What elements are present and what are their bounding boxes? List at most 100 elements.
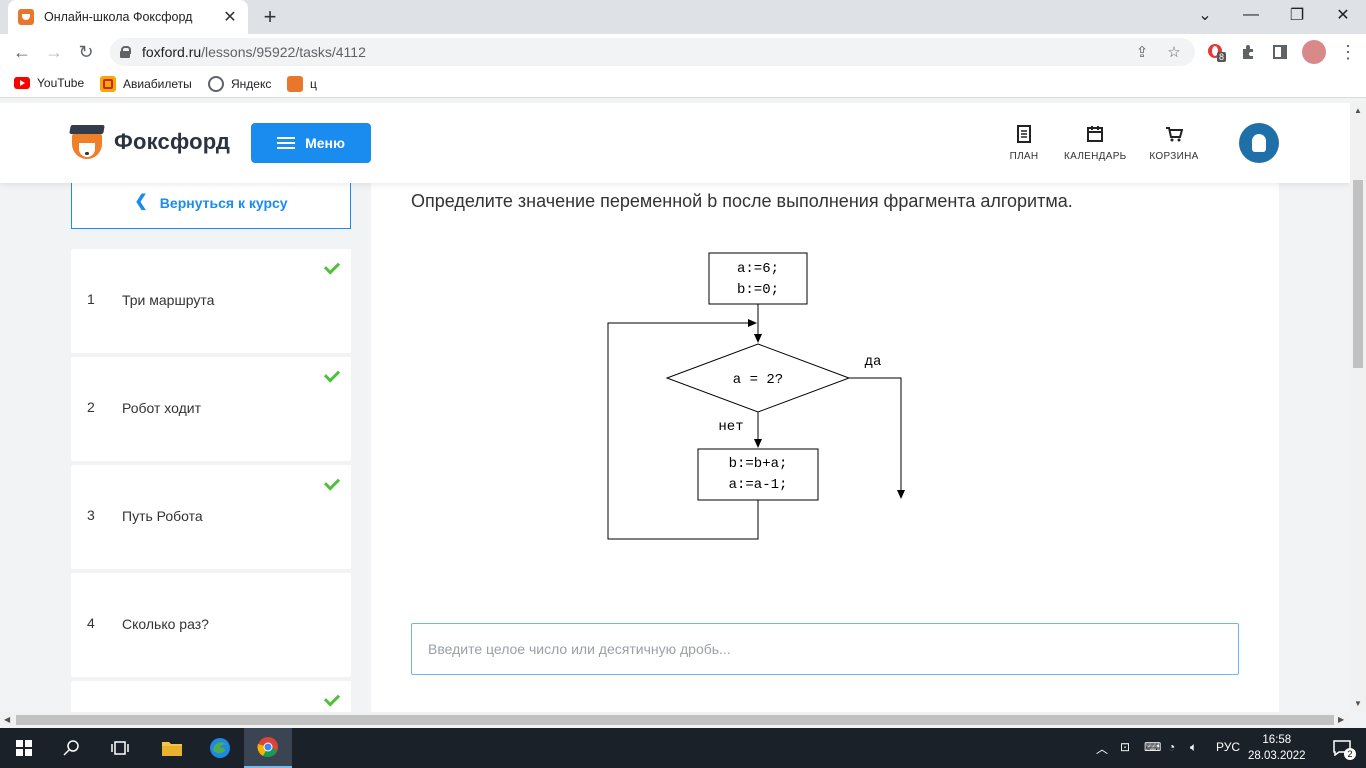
browser-tab[interactable]: Онлайн-школа Фоксфорд ✕ [8,0,248,34]
tab-title: Онлайн-школа Фоксфорд [44,10,193,24]
body-line-2: a:=a-1; [729,477,788,493]
bookmarks-bar: YouTube Авиабилеты Яндекс ц [0,70,1366,98]
start-windows-icon[interactable] [0,728,48,768]
url-path: /lessons/95922/tasks/4112 [201,44,366,60]
network-adapter-icon[interactable]: ⊡ [1120,740,1131,754]
header-link-plan[interactable]: ПЛАН [1006,125,1042,162]
checkmark-icon [323,366,341,383]
url-host: foxford.ru [142,44,202,60]
menu-label: Меню [305,135,345,151]
scroll-left-arrow-icon[interactable]: ◀ [4,715,11,724]
input-language[interactable]: РУС [1216,740,1241,754]
horizontal-scrollbar[interactable]: ◀ ▶ [0,712,1350,728]
extensions-puzzle-icon[interactable] [1238,42,1258,62]
search-icon[interactable] [48,728,96,768]
flowchart: a:=6; b:=0; a = 2? да нет b:=b+a; a:=a-1… [607,252,905,540]
body-line-1: b:=b+a; [729,456,788,472]
edge-browser-icon[interactable] [196,728,244,768]
task-item-5[interactable] [71,681,351,712]
foxford-icon [287,76,303,92]
tab-search-chevron-icon[interactable]: ⌄ [1198,7,1212,24]
bookmark-youtube[interactable]: YouTube [14,76,84,90]
brand-name: Фоксфорд [114,129,231,154]
condition-text: a = 2? [733,372,783,388]
task-question: Определите значение переменной b после в… [411,191,1073,211]
restore-button[interactable]: ❐ [1289,7,1305,24]
reload-icon[interactable]: ↻ [78,41,94,62]
more-menu-icon[interactable]: ⋮ [1339,41,1357,62]
notification-count: 2 [1344,748,1356,760]
calendar-icon [1086,125,1104,143]
task-view-icon[interactable] [96,728,144,768]
share-icon[interactable]: ⇪ [1135,44,1149,61]
checkmark-icon [323,474,341,491]
file-explorer-icon[interactable] [148,728,196,768]
extension-badge: 8 [1217,52,1227,62]
init-line-2: b:=0; [737,282,779,298]
fox-logo-icon [69,123,105,161]
header-link-calendar[interactable]: КАЛЕНДАРЬ [1064,125,1126,162]
back-arrow-icon[interactable]: ← [13,41,31,62]
no-label: нет [718,419,743,435]
task-item-1[interactable]: 1 Три маршрута [71,249,351,353]
tab-close-icon[interactable]: ✕ [223,9,237,26]
horizontal-scroll-thumb[interactable] [16,715,1334,725]
vertical-scrollbar[interactable]: ▲ ▼ [1350,103,1366,712]
minimize-button[interactable]: — [1243,6,1259,23]
init-line-1: a:=6; [737,261,779,277]
new-tab-button[interactable]: + [263,4,277,29]
flowchart-body-box [697,448,819,501]
page-viewport: Фоксфорд Меню ПЛАН КАЛЕНДАРЬ КОРЗИНА [0,103,1350,712]
task-item-3[interactable]: 3 Путь Робота [71,465,351,569]
flow-arrow-yes [849,377,905,499]
answer-input[interactable] [411,623,1239,675]
vertical-scroll-thumb[interactable] [1353,180,1363,368]
notifications-icon[interactable]: 2 [1318,728,1366,768]
browser-tab-strip: Онлайн-школа Фоксфорд ✕ + ⌄ — ❐ ✕ [0,0,1366,34]
bookmark-yandex[interactable]: Яндекс [208,76,271,92]
youtube-icon [14,77,30,89]
browser-toolbar: ← → ↻ foxford.ru/lessons/95922/tasks/411… [0,34,1366,70]
header-link-cart[interactable]: КОРЗИНА [1148,125,1200,162]
site-header: Фоксфорд Меню ПЛАН КАЛЕНДАРЬ КОРЗИНА [0,103,1350,183]
checkmark-icon [323,690,341,707]
forward-arrow-icon[interactable]: → [45,41,63,62]
cat-avatar-icon [1252,134,1266,152]
clock-date: 28.03.2022 [1248,750,1306,762]
clock-time: 16:58 [1262,734,1292,746]
task-item-2[interactable]: 2 Робот ходит [71,357,351,461]
close-window-button[interactable]: ✕ [1336,7,1350,24]
show-hidden-icons-chevron-icon[interactable]: ︿ [1096,742,1109,756]
keyboard-icon[interactable]: ⌨ [1144,740,1162,754]
bookmark-aviasales[interactable]: Авиабилеты [100,76,192,92]
scroll-up-arrow-icon[interactable]: ▲ [1354,106,1362,115]
bookmark-foxford[interactable]: ц [287,76,317,92]
cart-icon [1165,125,1184,143]
foxford-logo[interactable]: Фоксфорд [69,123,231,161]
side-panel-icon[interactable] [1270,42,1290,62]
profile-avatar[interactable] [1302,40,1326,64]
plan-icon [1015,125,1033,143]
user-avatar[interactable] [1239,123,1279,163]
flowchart-init-box [708,252,808,305]
yes-label: да [865,354,882,370]
system-clock[interactable]: 16:58 28.03.2022 [1248,732,1306,764]
address-bar[interactable]: foxford.ru/lessons/95922/tasks/4112 ⇪ ☆ [110,38,1195,66]
opera-extension-icon[interactable]: 8 [1206,42,1227,62]
menu-list-icon [277,137,296,149]
aviasales-icon [100,76,116,92]
chrome-browser-icon[interactable] [244,728,292,768]
menu-button[interactable]: Меню [251,123,371,163]
scroll-right-arrow-icon[interactable]: ▶ [1338,715,1345,724]
flow-arrow-loop-back [607,319,759,540]
bookmark-star-icon[interactable]: ☆ [1167,44,1181,61]
lock-icon[interactable] [120,46,131,58]
checkmark-icon [323,258,341,275]
scroll-down-arrow-icon[interactable]: ▼ [1354,699,1362,708]
volume-icon[interactable]: 🔈︎ [1190,740,1198,754]
windows-taskbar: ︿ ⊡ ⌨ ◔ 🔈︎ РУС 16:58 28.03.2022 2 [0,728,1366,768]
task-item-4[interactable]: 4 Сколько раз? [71,573,351,677]
chevron-left-icon: ❮ [134,193,148,210]
task-content: Определите значение переменной b после в… [371,183,1279,712]
wifi-icon[interactable]: ◔ [1168,740,1176,754]
